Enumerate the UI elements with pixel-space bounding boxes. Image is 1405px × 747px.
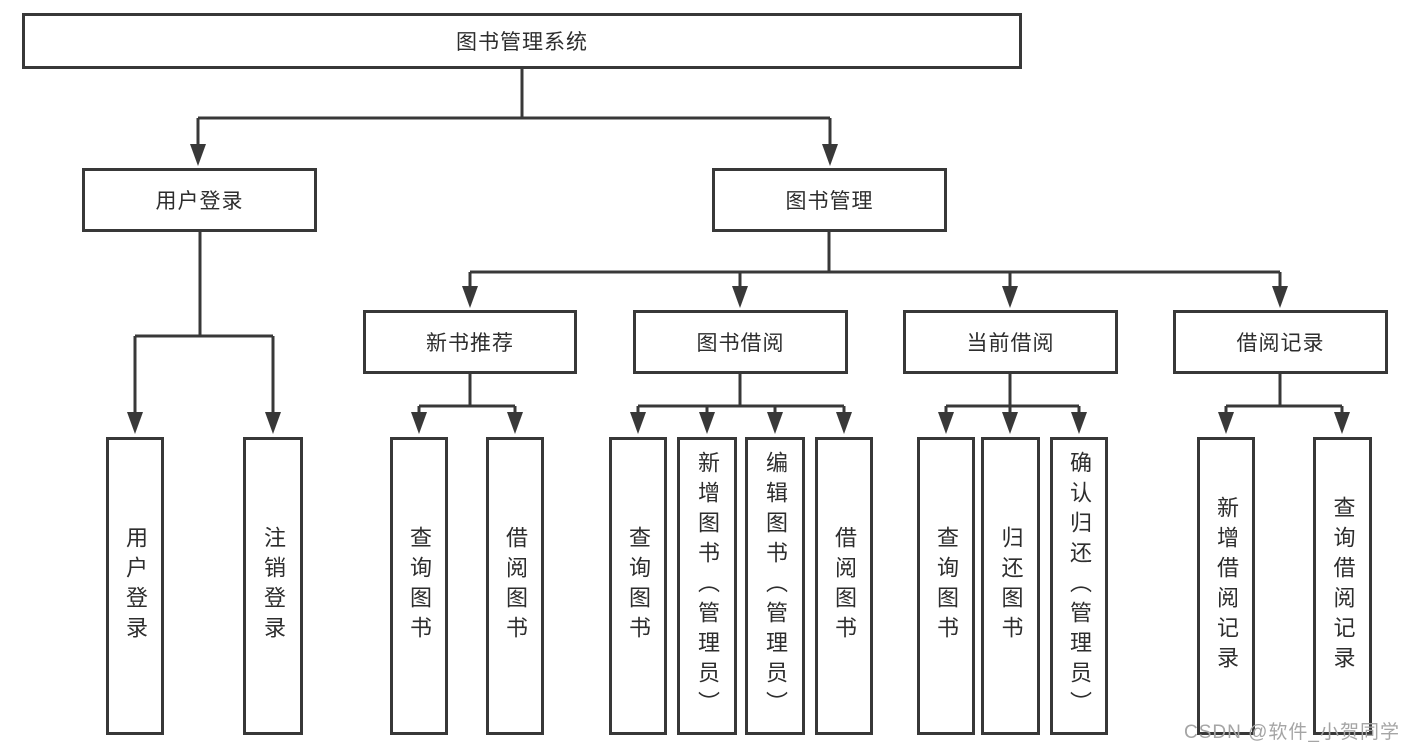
arrowhead-icon: [630, 412, 646, 434]
arrowhead-icon: [1334, 412, 1350, 434]
arrowhead-icon: [1218, 412, 1234, 434]
arrowhead-icon: [836, 412, 852, 434]
leaf-confirm-return-admin: 确认归还（管理员）: [1050, 437, 1108, 735]
node-book-management: 图书管理: [712, 168, 947, 232]
arrowhead-icon: [462, 286, 478, 308]
arrowhead-icon: [190, 144, 206, 166]
arrowhead-icon: [1071, 412, 1087, 434]
leaf-return-books: 归还图书: [981, 437, 1040, 735]
arrowhead-icon: [411, 412, 427, 434]
leaf-borrow-books-recommend: 借阅图书: [486, 437, 544, 735]
arrowhead-icon: [938, 412, 954, 434]
node-current-borrowing: 当前借阅: [903, 310, 1118, 374]
leaf-add-borrow-record: 新增借阅记录: [1197, 437, 1255, 735]
arrowhead-icon: [1002, 412, 1018, 434]
leaf-query-borrow-record: 查询借阅记录: [1313, 437, 1372, 735]
node-new-book-recommendation: 新书推荐: [363, 310, 577, 374]
leaf-add-book-admin: 新增图书（管理员）: [677, 437, 737, 735]
arrowhead-icon: [265, 412, 281, 434]
leaf-user-login: 用户登录: [106, 437, 164, 735]
leaf-borrow-books: 借阅图书: [815, 437, 873, 735]
arrowhead-icon: [822, 144, 838, 166]
node-borrowing-records: 借阅记录: [1173, 310, 1388, 374]
leaf-query-books-current: 查询图书: [917, 437, 975, 735]
arrowhead-icon: [767, 412, 783, 434]
arrowhead-icon: [699, 412, 715, 434]
node-user-login: 用户登录: [82, 168, 317, 232]
arrowhead-icon: [732, 286, 748, 308]
connector-path: [133, 69, 1344, 414]
arrowhead-icon: [1002, 286, 1018, 308]
leaf-query-books-borrow: 查询图书: [609, 437, 667, 735]
leaf-logout: 注销登录: [243, 437, 303, 735]
leaf-edit-book-admin: 编辑图书（管理员）: [745, 437, 805, 735]
leaf-query-books-recommend: 查询图书: [390, 437, 448, 735]
arrowhead-icon: [1272, 286, 1288, 308]
arrowhead-icon: [127, 412, 143, 434]
node-library-management-system: 图书管理系统: [22, 13, 1022, 69]
arrowhead-icon: [507, 412, 523, 434]
node-book-borrowing: 图书借阅: [633, 310, 848, 374]
watermark: CSDN @软件_小贺同学: [1184, 722, 1400, 743]
